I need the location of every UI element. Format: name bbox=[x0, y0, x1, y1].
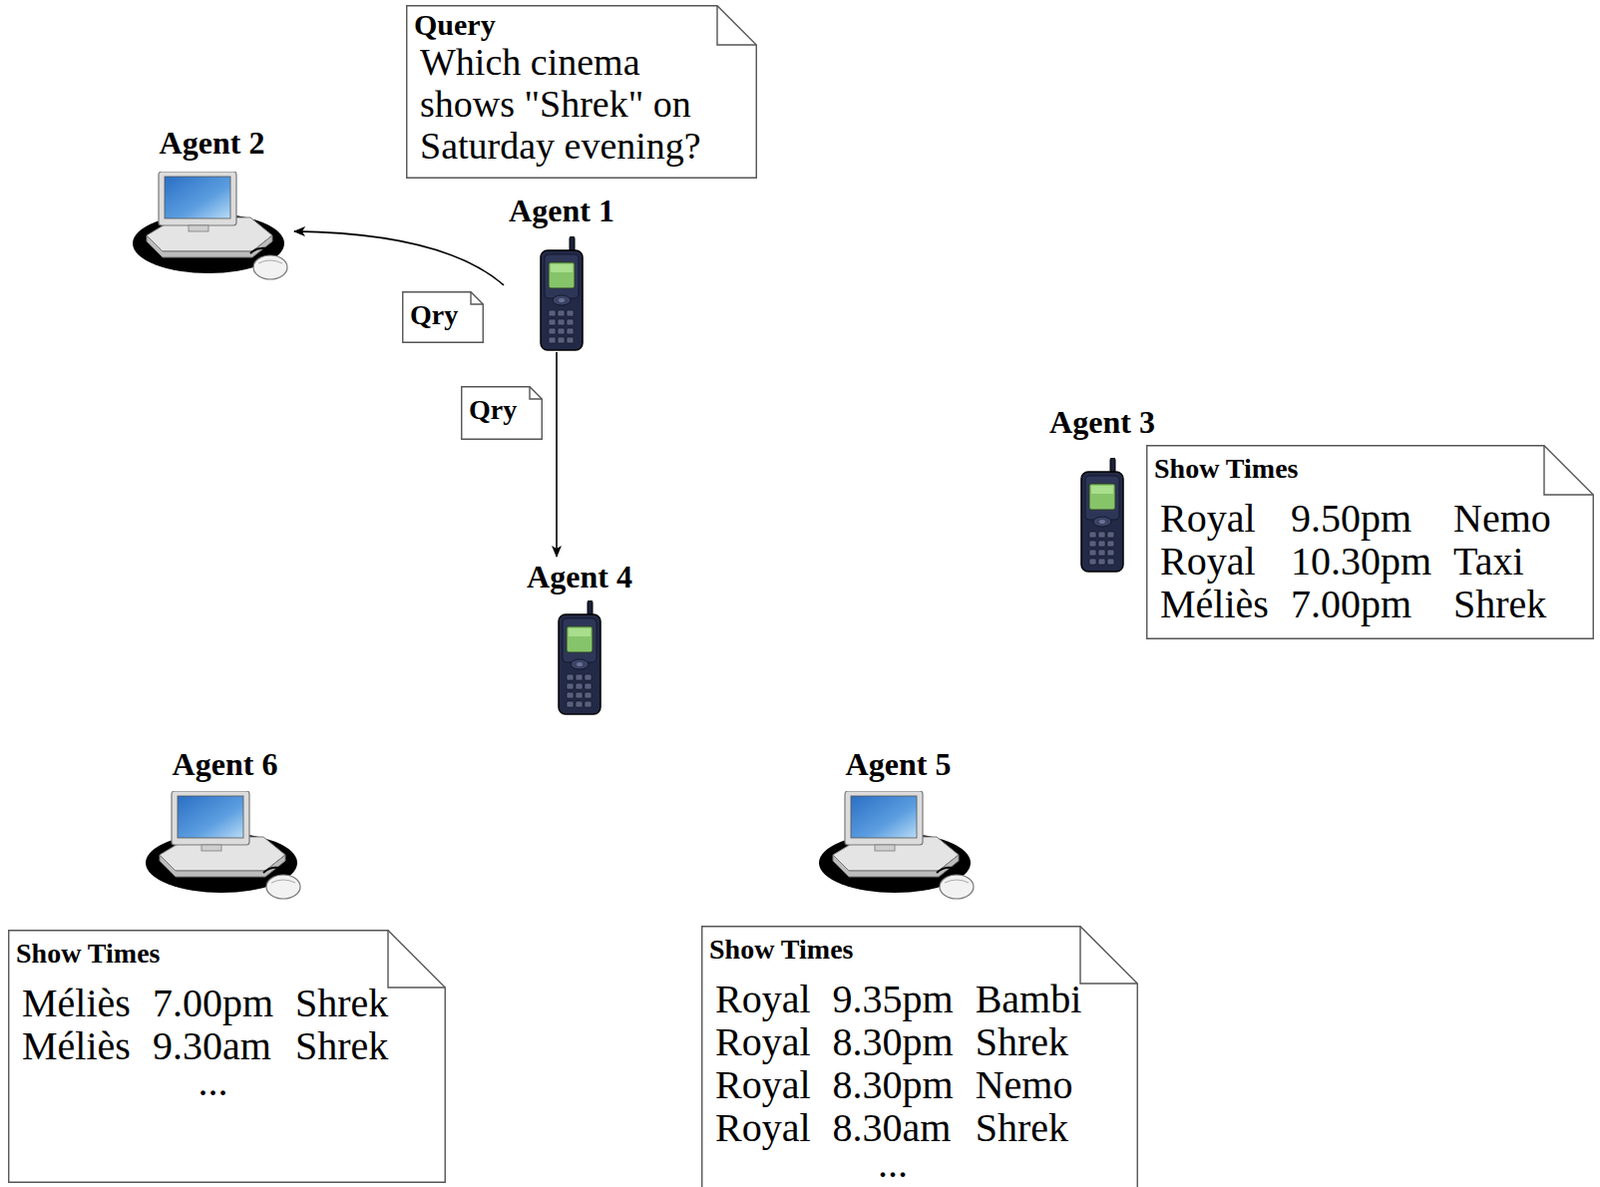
table-cell: Royal bbox=[715, 977, 811, 1021]
agent-name: Agent 5 bbox=[815, 746, 981, 783]
edge-label: Qry bbox=[460, 386, 543, 430]
phone-icon bbox=[538, 236, 585, 353]
node-content: Agent 2 bbox=[129, 124, 295, 161]
showtimes-note: Show TimesRoyal9.50pmNemoRoyal10.30pmTax… bbox=[1146, 444, 1595, 640]
table-cell: Royal bbox=[1160, 539, 1269, 583]
node-content: Show TimesMéliès7.00pmShrekMéliès9.30amS… bbox=[7, 929, 399, 1106]
agent-device: Agent 4 bbox=[521, 558, 638, 717]
computer-icon bbox=[818, 791, 979, 906]
phone-icon bbox=[556, 600, 603, 717]
table-cell: 10.30pm bbox=[1290, 539, 1432, 583]
note-heading: Show Times bbox=[15, 937, 389, 970]
table-cell: 9.50pm bbox=[1290, 496, 1432, 540]
computer-icon bbox=[145, 791, 306, 906]
note-heading: Query bbox=[413, 8, 750, 41]
table-cell: 9.35pm bbox=[832, 977, 954, 1021]
agent-name: Agent 6 bbox=[142, 746, 308, 783]
table-cell: 8.30pm bbox=[832, 1020, 954, 1064]
agent-device: Agent 1 bbox=[503, 192, 620, 353]
agent-name: Agent 2 bbox=[129, 124, 295, 161]
agent-name: Agent 3 bbox=[1044, 403, 1161, 440]
note-heading: Show Times bbox=[709, 933, 1082, 966]
table-cell: Shrek bbox=[975, 1106, 1083, 1150]
note-heading: Show Times bbox=[1154, 452, 1552, 485]
table-cell: 9.30am bbox=[152, 1024, 274, 1068]
table-cell: ... bbox=[152, 1067, 274, 1098]
message-note: Qry bbox=[460, 386, 543, 440]
table-cell: Nemo bbox=[975, 1063, 1083, 1107]
node-content: Agent 5 bbox=[815, 746, 981, 783]
phone-icon bbox=[1079, 457, 1126, 574]
showtimes-note: Show TimesMéliès7.00pmShrekMéliès9.30amS… bbox=[7, 929, 446, 1184]
node-content: Agent 3 bbox=[1044, 403, 1161, 440]
table-cell: Shrek bbox=[295, 981, 389, 1025]
showtimes-note: Show TimesRoyal9.35pmBambiRoyal8.30pmShr… bbox=[701, 925, 1139, 1187]
node-content: Agent 6 bbox=[142, 746, 308, 783]
table-cell: Royal bbox=[715, 1106, 811, 1150]
node-content: QueryWhich cinema shows "Shrek" on Satur… bbox=[405, 4, 758, 173]
table-cell: Taxi bbox=[1453, 539, 1552, 583]
table-cell: Méliès bbox=[1160, 582, 1269, 626]
table-cell: ... bbox=[832, 1149, 954, 1180]
agent-name: Agent 1 bbox=[503, 192, 620, 229]
table-cell: Shrek bbox=[295, 1024, 389, 1068]
agent-name: Agent 4 bbox=[521, 558, 638, 595]
table-cell: Bambi bbox=[975, 977, 1083, 1021]
table-cell: Méliès bbox=[21, 981, 131, 1025]
table-cell: Royal bbox=[715, 1063, 811, 1107]
query-note: QueryWhich cinema shows "Shrek" on Satur… bbox=[405, 4, 758, 179]
table-cell: Nemo bbox=[1453, 496, 1552, 540]
node-content: Agent 1 bbox=[503, 192, 620, 229]
node-content: Show TimesRoyal9.50pmNemoRoyal10.30pmTax… bbox=[1146, 444, 1562, 634]
computer-icon bbox=[132, 171, 293, 287]
table-cell: Royal bbox=[1160, 496, 1269, 540]
table-cell: 8.30am bbox=[832, 1106, 954, 1150]
table-cell: Royal bbox=[715, 1020, 811, 1064]
table-cell: Shrek bbox=[1453, 582, 1552, 626]
node-content: Agent 4 bbox=[521, 558, 638, 595]
agent-device: Agent 6 bbox=[142, 746, 308, 906]
agent-device: Agent 5 bbox=[815, 746, 981, 906]
table-cell: Shrek bbox=[975, 1020, 1083, 1064]
node-content: Show TimesRoyal9.35pmBambiRoyal8.30pmShr… bbox=[701, 925, 1092, 1187]
query-arrow bbox=[555, 352, 558, 557]
showtimes-table: Méliès7.00pmShrekMéliès9.30amShrek... bbox=[21, 981, 389, 1098]
query-text: Which cinema shows "Shrek" on Saturday e… bbox=[419, 40, 738, 167]
edge-label: Qry bbox=[401, 291, 484, 336]
message-note: Qry bbox=[401, 291, 484, 344]
table-cell: 7.00pm bbox=[152, 981, 274, 1025]
agent-device: Agent 3 bbox=[1044, 403, 1161, 574]
table-cell: Méliès bbox=[21, 1024, 131, 1068]
query-arrow bbox=[294, 231, 504, 286]
table-cell: 7.00pm bbox=[1290, 582, 1432, 626]
showtimes-table: Royal9.35pmBambiRoyal8.30pmShrekRoyal8.3… bbox=[715, 977, 1082, 1180]
table-cell: 8.30pm bbox=[832, 1063, 954, 1107]
agent-device: Agent 2 bbox=[129, 124, 295, 287]
showtimes-table: Royal9.50pmNemoRoyal10.30pmTaxiMéliès7.0… bbox=[1160, 496, 1552, 626]
